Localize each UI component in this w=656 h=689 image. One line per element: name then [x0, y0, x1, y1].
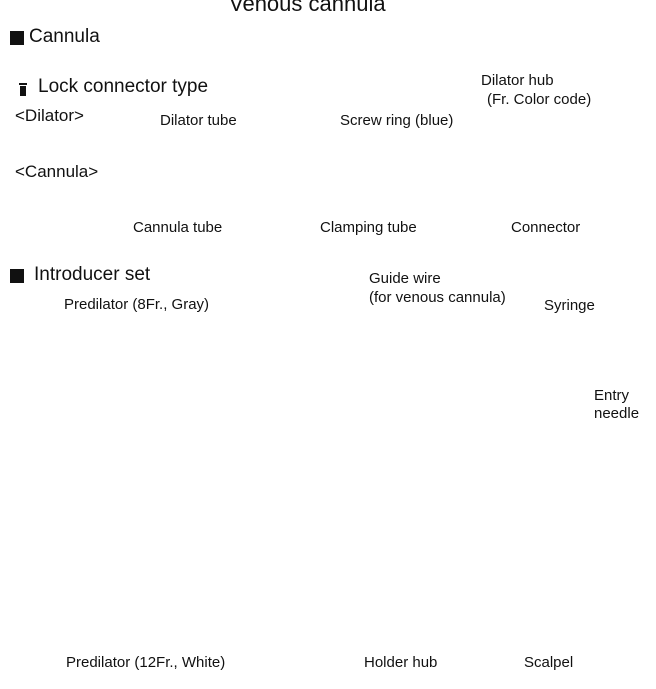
label-dilator-hub-color-code: (Fr. Color code): [487, 91, 592, 108]
label-screw-ring: Screw ring (blue): [340, 112, 454, 129]
label-cannula-tube: Cannula tube: [133, 219, 223, 236]
lock-connector-heading: Lock connector type: [38, 76, 209, 97]
label-clamping-tube: Clamping tube: [320, 219, 417, 236]
label-holder-hub: Holder hub: [364, 654, 438, 671]
section-bullet-icon: [10, 269, 24, 283]
label-dilator-tube: Dilator tube: [160, 112, 237, 129]
section-bullet-icon: [10, 31, 24, 45]
label-entry-needle: needle: [594, 405, 640, 422]
label-guide-wire-venous: (for venous cannula): [369, 289, 506, 306]
group-label-cannula: <Cannula>: [15, 162, 99, 181]
label-dilator-hub: Dilator hub: [481, 72, 554, 89]
label-scalpel: Scalpel: [524, 654, 574, 671]
lock-connector-icon: [19, 83, 27, 96]
label-guide-wire: Guide wire: [369, 270, 441, 287]
page-title: Venous cannula: [229, 0, 386, 16]
group-label-dilator: <Dilator>: [15, 106, 84, 125]
section-heading-introducer: Introducer set: [34, 264, 151, 285]
label-entry: Entry: [594, 387, 630, 404]
label-syringe: Syringe: [544, 297, 595, 314]
section-heading-cannula: Cannula: [29, 26, 100, 47]
label-connector: Connector: [511, 219, 581, 236]
label-predilator-8fr: Predilator (8Fr., Gray): [64, 296, 210, 313]
label-predilator-12fr: Predilator (12Fr., White): [66, 654, 226, 671]
